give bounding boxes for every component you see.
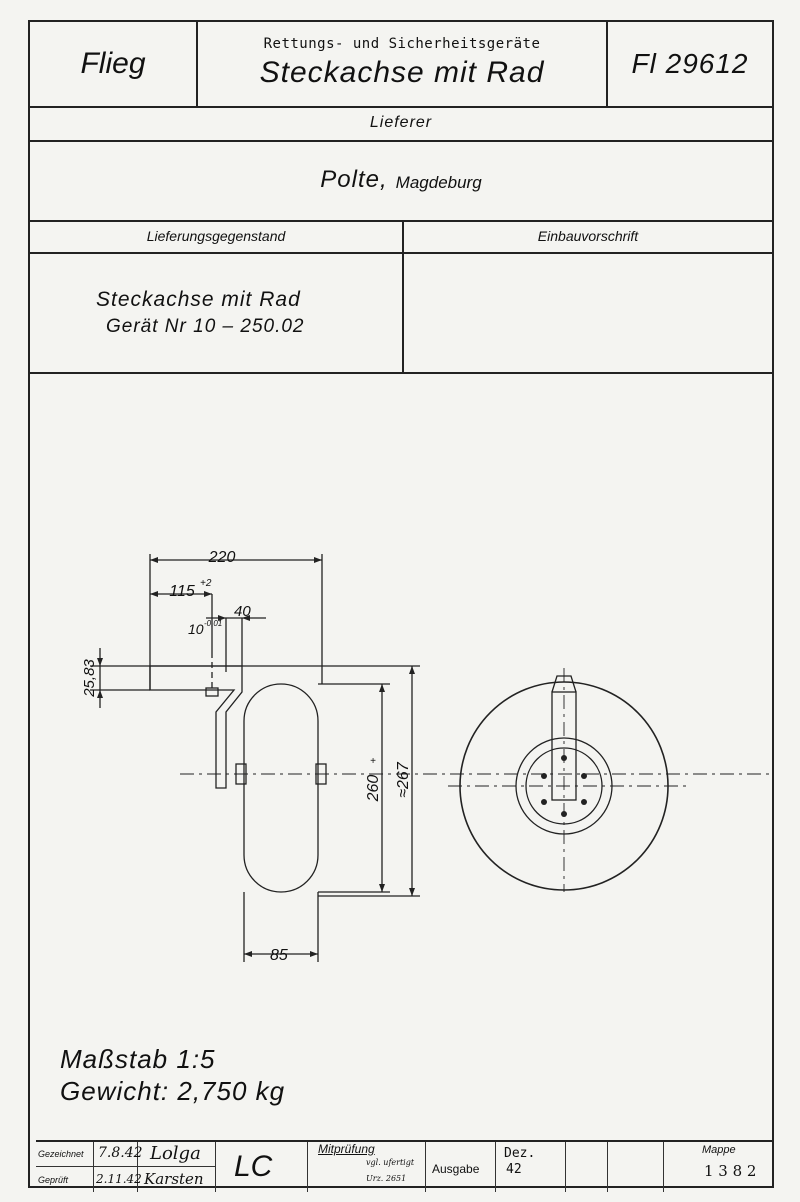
drawn-sign-cell: Lolga xyxy=(138,1142,216,1167)
bolt xyxy=(581,773,587,779)
item-name: Steckachse mit Rad xyxy=(96,288,301,311)
arrow xyxy=(218,615,250,621)
arrow xyxy=(244,951,318,957)
bolt xyxy=(561,811,567,817)
page-title: Steckachse mit Rad xyxy=(259,56,545,89)
delivery-item-header: Lieferungsgegenstand xyxy=(30,220,404,252)
arrow xyxy=(97,658,103,698)
dim-260-tolerance: + xyxy=(370,756,376,767)
dez-label: Dez. xyxy=(504,1146,536,1161)
bolt xyxy=(581,799,587,805)
supplier-label: Lieferer xyxy=(369,114,433,131)
installation-cell xyxy=(404,252,772,372)
supplier-city: Magdeburg xyxy=(395,173,482,192)
bolt xyxy=(541,799,547,805)
document-code: Fl 29612 xyxy=(631,48,749,79)
title-cell: Rettungs- und Sicherheitsgeräte Steckach… xyxy=(198,22,608,106)
checked-date-cell: 2.11.42 xyxy=(94,1167,142,1192)
dim-260-label: 260 xyxy=(365,775,382,803)
technical-drawing: 220 115 +2 40 10 -0,01 25,83 260 + ≈267 … xyxy=(81,549,770,964)
weight-note: Gewicht: 2,750 kg xyxy=(60,1076,286,1106)
installation-header: Einbauvorschrift xyxy=(537,228,639,244)
mappe-label: Mappe xyxy=(702,1144,736,1156)
dim-10-tolerance: -0,01 xyxy=(204,619,222,628)
delivery-item-cell: Steckachse mit Rad Gerät Nr 10 – 250.02 xyxy=(30,252,404,372)
drawing-sheet: Flieg Rettungs- und Sicherheitsgeräte St… xyxy=(28,20,774,1192)
axle-bracket xyxy=(149,665,243,789)
lc-cell: LC xyxy=(216,1142,308,1192)
drawn-signature: Lolga xyxy=(150,1143,201,1164)
title-block: Gezeichnet 7.8.42 Lolga Geprüft 2.11.42 … xyxy=(36,1140,774,1192)
coreview-label: Mitprüfung xyxy=(318,1142,375,1156)
dez-value: 42 xyxy=(506,1162,522,1177)
dim-115-label: 115 xyxy=(169,583,195,600)
checked-label-cell: Geprüft xyxy=(36,1167,94,1192)
wheel-side xyxy=(243,683,319,893)
checked-date: 2.11.42 xyxy=(96,1172,142,1186)
flieg-label: Flieg xyxy=(30,22,198,106)
bolt xyxy=(561,755,567,761)
divider xyxy=(30,140,772,142)
bolt xyxy=(541,773,547,779)
divider xyxy=(30,372,772,374)
dim-10-label: 10 xyxy=(188,621,204,637)
coreview-note: Urz. 2651 xyxy=(366,1174,407,1183)
axle-front xyxy=(551,691,577,801)
dez-cell: Dez. 42 xyxy=(496,1142,566,1192)
scale-note: Maßstab 1:5 xyxy=(60,1044,216,1074)
drawn-label: Gezeichnet xyxy=(38,1149,84,1159)
item-number: Gerät Nr 10 – 250.02 xyxy=(106,316,305,337)
coreview-note: vgl. ufertigt xyxy=(366,1158,415,1167)
empty-cell xyxy=(608,1142,664,1192)
mappe-value: 1 3 8 2 xyxy=(704,1162,757,1180)
divider xyxy=(30,220,772,222)
dim-220-label: 220 xyxy=(208,549,236,566)
category-text: Rettungs- und Sicherheitsgeräte xyxy=(263,36,541,52)
mappe-cell: Mappe 1 3 8 2 xyxy=(664,1142,774,1192)
pin-head xyxy=(205,687,219,697)
dim-115-tolerance: +2 xyxy=(200,578,212,589)
coreview-cell: Mitprüfung vgl. ufertigt Urz. 2651 xyxy=(308,1142,426,1192)
dim-25-label: 25,83 xyxy=(81,659,98,698)
empty-cell xyxy=(566,1142,608,1192)
lc-mark: LC xyxy=(234,1150,273,1183)
checked-signature: Karsten xyxy=(144,1170,204,1188)
supplier-cell: Polte, Magdeburg xyxy=(30,140,772,220)
drawn-date-cell: 7.8.42 xyxy=(94,1142,143,1167)
technical-drawing-area: 220 115 +2 40 10 -0,01 25,83 260 + ≈267 … xyxy=(30,372,772,1140)
drawn-date: 7.8.42 xyxy=(98,1145,143,1161)
divider xyxy=(30,252,772,254)
supplier-name: Polte, xyxy=(320,166,388,193)
dim-267-label: ≈267 xyxy=(395,761,412,798)
divider xyxy=(30,106,772,108)
ausgabe-cell: Ausgabe xyxy=(426,1142,496,1192)
checked-sign-cell: Karsten xyxy=(138,1167,216,1192)
checked-label: Geprüft xyxy=(38,1175,69,1185)
drawn-label-cell: Gezeichnet xyxy=(36,1142,94,1167)
dim-85-label: 85 xyxy=(270,947,288,964)
dim-40-label: 40 xyxy=(234,603,251,620)
ausgabe-label: Ausgabe xyxy=(432,1162,480,1176)
